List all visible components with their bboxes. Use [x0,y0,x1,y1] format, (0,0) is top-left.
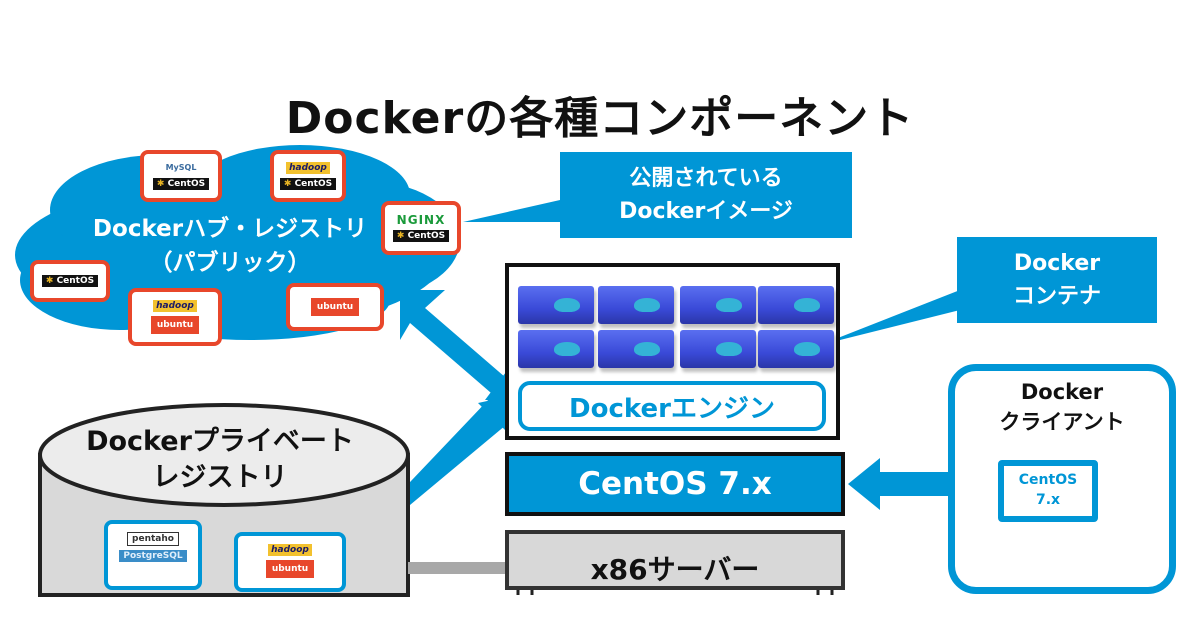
hadoop-logo: hadoop [153,300,197,312]
server-connector [408,562,505,574]
image-badge-mysql-centos[interactable]: MySQL CentOS [140,150,222,202]
centos-logo: CentOS [41,275,99,287]
private-image-badge-hadoop-ubuntu[interactable]: hadoop ubuntu [234,532,346,592]
callout-container: Docker コンテナ [957,237,1157,323]
private-registry-label: Dockerプライベート レジストリ [60,424,380,496]
laptop-screen-icon: CentOS 7.x [998,460,1098,522]
public-registry-label-line1: Dockerハブ・レジストリ [92,216,368,242]
image-badge-ubuntu[interactable]: ubuntu [286,283,384,331]
docker-container-icon[interactable] [758,330,834,368]
nginx-logo: NGINX [396,213,446,227]
callout-tail-container [820,290,960,345]
server-layer[interactable]: x86サーバー [505,530,845,590]
image-badge-hadoop-ubuntu[interactable]: hadoop ubuntu [128,288,222,346]
public-registry-label-line2: （パブリック） [149,250,311,276]
callout-public-images-line2: Dockerイメージ [619,199,793,224]
docker-container-icon[interactable] [598,286,674,324]
docker-client-label-line2: クライアント [999,410,1125,434]
centos-logo: CentOS [279,178,337,190]
postgresql-logo: PostgreSQL [119,550,187,562]
docker-container-icon[interactable] [758,286,834,324]
laptop-screen-line2: 7.x [1035,492,1061,508]
centos-logo: CentOS [152,178,210,190]
public-registry-label: Dockerハブ・レジストリ （パブリック） [60,212,400,280]
ubuntu-logo: ubuntu [150,316,200,334]
container-pointer-line [826,299,961,344]
docker-container-icon[interactable] [598,330,674,368]
page-title: Dockerの各種コンポーネント [285,93,915,144]
private-registry-label-line2: レジストリ [152,462,288,493]
callout-tail-public [463,200,560,222]
arrow-public-to-engine [400,290,520,405]
private-registry-label-line1: Dockerプライベート [86,426,354,457]
arrow-client-to-os [848,458,948,510]
callout-container-line1: Docker [1013,251,1101,276]
mysql-logo: MySQL [165,163,197,172]
hadoop-logo: hadoop [286,162,330,174]
image-badge-hadoop-centos[interactable]: hadoop CentOS [270,150,346,202]
server-label: x86サーバー [590,553,760,586]
docker-container-icon[interactable] [680,330,756,368]
laptop-screen-line1: CentOS [1018,472,1078,488]
docker-container-icon[interactable] [518,286,594,324]
callout-public-images: 公開されている Dockerイメージ [560,152,852,238]
callout-container-line2: コンテナ [1012,284,1101,309]
docker-client-label: Docker クライアント [955,377,1169,437]
private-image-badge-pentaho-postgres[interactable]: pentaho PostgreSQL [104,520,202,590]
centos-logo: CentOS [392,230,450,242]
docker-client-label-line1: Docker [1020,380,1104,404]
ubuntu-logo: ubuntu [310,298,360,316]
docker-container-icon[interactable] [518,330,594,368]
image-badge-nginx-centos[interactable]: NGINX CentOS [381,201,461,255]
docker-container-icon[interactable] [680,286,756,324]
image-badge-centos[interactable]: CentOS [30,260,110,302]
private-registry-cylinder [38,403,410,597]
os-layer[interactable]: CentOS 7.x [505,452,845,516]
pentaho-logo: pentaho [127,532,179,546]
ubuntu-logo: ubuntu [265,560,315,578]
docker-engine[interactable]: Dockerエンジン [518,381,826,431]
hadoop-logo: hadoop [268,544,312,556]
callout-public-images-line1: 公開されている [629,166,783,191]
